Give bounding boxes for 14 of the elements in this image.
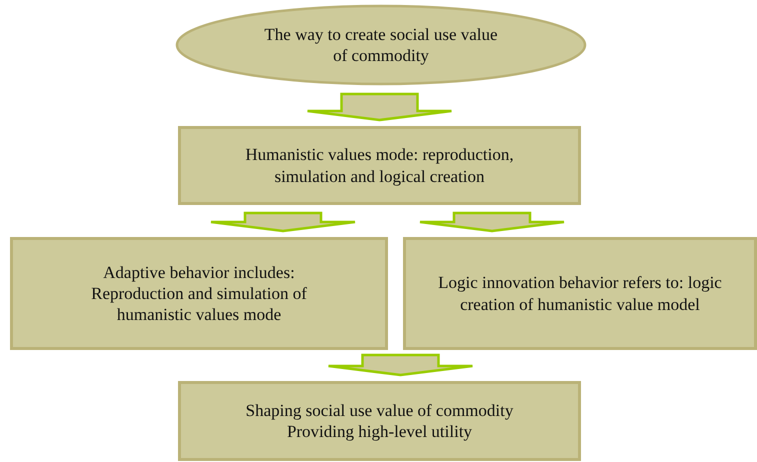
node-text: The way to create social use value of commodity <box>263 24 499 66</box>
process-box <box>178 126 581 205</box>
block-arrow <box>306 92 453 122</box>
block-arrow <box>327 354 474 376</box>
block-arrow <box>210 212 356 232</box>
node-text: Humanistic values mode: reproduction, simulation and logical creation <box>244 144 515 187</box>
node-text: Shaping social use value of commodity Providing high-level utility <box>244 400 514 442</box>
node-text: Adaptive behavior includes: Reproduction and simulation of humanistic values mode <box>90 262 308 326</box>
process-box <box>178 381 581 461</box>
block-arrow <box>418 212 566 232</box>
process-box <box>403 237 757 350</box>
process-box <box>10 237 388 350</box>
ellipse-node <box>175 4 587 86</box>
node-text: Logic innovation behavior refers to: logic creation of humanistic value model <box>437 272 723 315</box>
